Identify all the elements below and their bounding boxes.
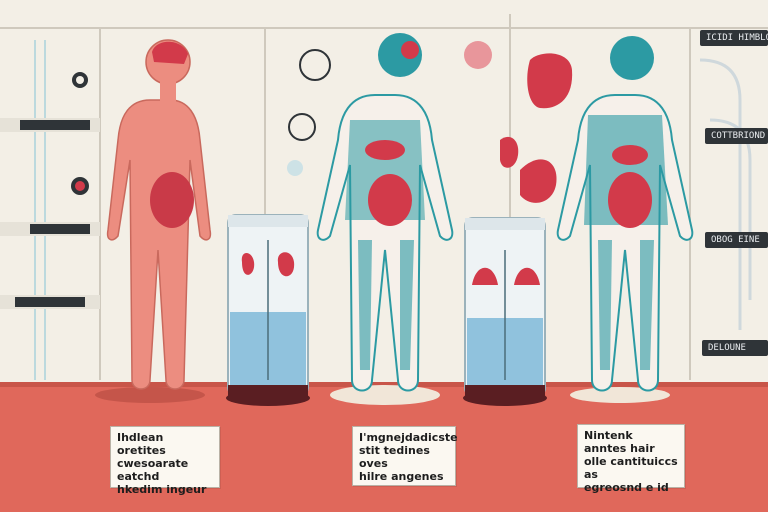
- floating-icons: [287, 41, 573, 203]
- left-human-figure: [106, 39, 212, 390]
- caption-left: Ihdlean oretites cwesoarate eatchd hkedi…: [110, 426, 220, 496]
- side-tag: COTTBRIOND: [705, 128, 768, 144]
- side-tag: ICIDI HIMBLON: [700, 30, 768, 46]
- caption-middle: I'mgnejdadicste stit tedines oves hilre …: [352, 426, 458, 486]
- caption-right: Nintenk anntes hair olle cantituiccs as …: [577, 424, 685, 494]
- middle-human-figure: [316, 33, 454, 392]
- side-tag: OBOG EINE: [705, 232, 768, 248]
- specimen-jar-2: [464, 217, 546, 399]
- right-human-figure: [556, 36, 694, 392]
- side-tag: DELOUNE: [702, 340, 768, 356]
- wall-connectors: [0, 72, 100, 309]
- specimen-jar-1: [227, 214, 309, 399]
